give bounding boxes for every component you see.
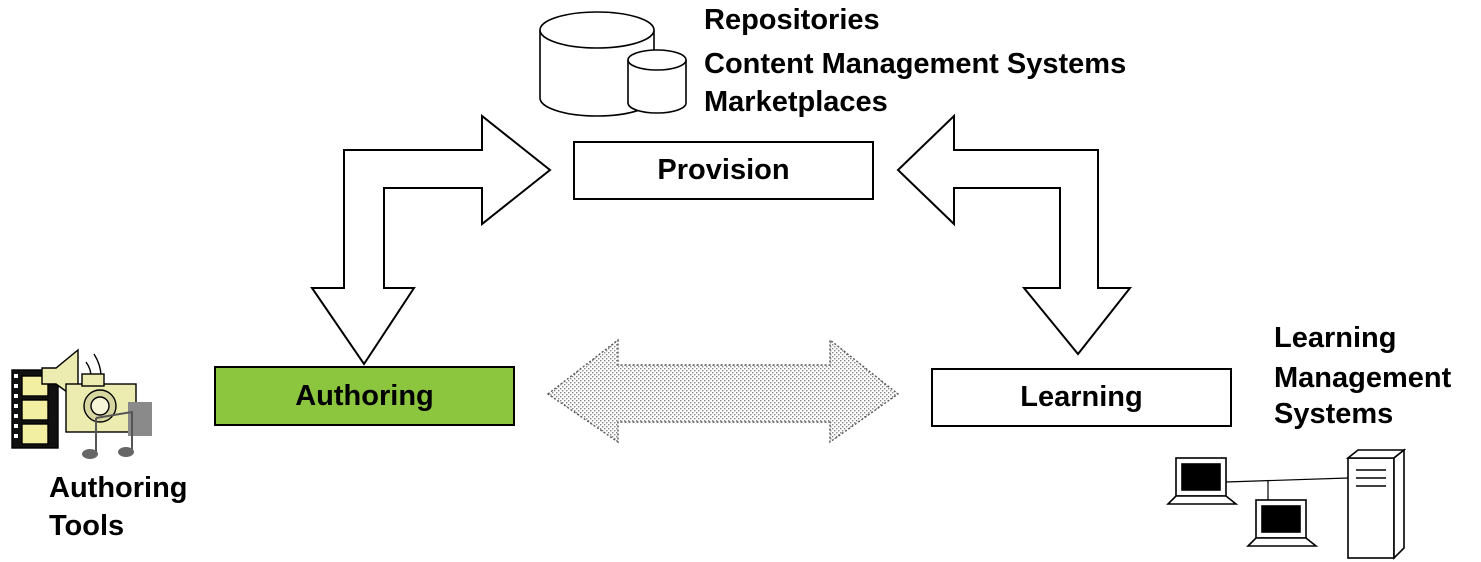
database-icon (539, 11, 687, 117)
authoring-provision-arrow (310, 113, 552, 366)
provision-label: Provision (657, 154, 790, 186)
authoring-tools-line-1: Authoring (49, 472, 188, 504)
provision-description-line-1: Repositories (704, 4, 880, 36)
provision-learning-arrow (896, 113, 1133, 356)
lms-line-1: Learning (1274, 322, 1397, 354)
media-clipart-icon (11, 348, 152, 459)
authoring-label: Authoring (295, 379, 434, 412)
provision-description-line-2: Content Management Systems (704, 48, 1127, 80)
lms-line-2: Management (1274, 362, 1452, 394)
authoring-box: Authoring (214, 366, 515, 426)
provision-description-line-3: Marketplaces (704, 86, 888, 118)
network-computers-icon (1166, 448, 1407, 560)
learning-label: Learning (1020, 381, 1143, 413)
lms-line-3: Systems (1274, 398, 1394, 430)
authoring-tools-line-2: Tools (49, 510, 125, 542)
authoring-learning-dotted-arrow (546, 338, 900, 444)
learning-box: Learning (931, 368, 1232, 427)
provision-box: Provision (573, 141, 874, 200)
